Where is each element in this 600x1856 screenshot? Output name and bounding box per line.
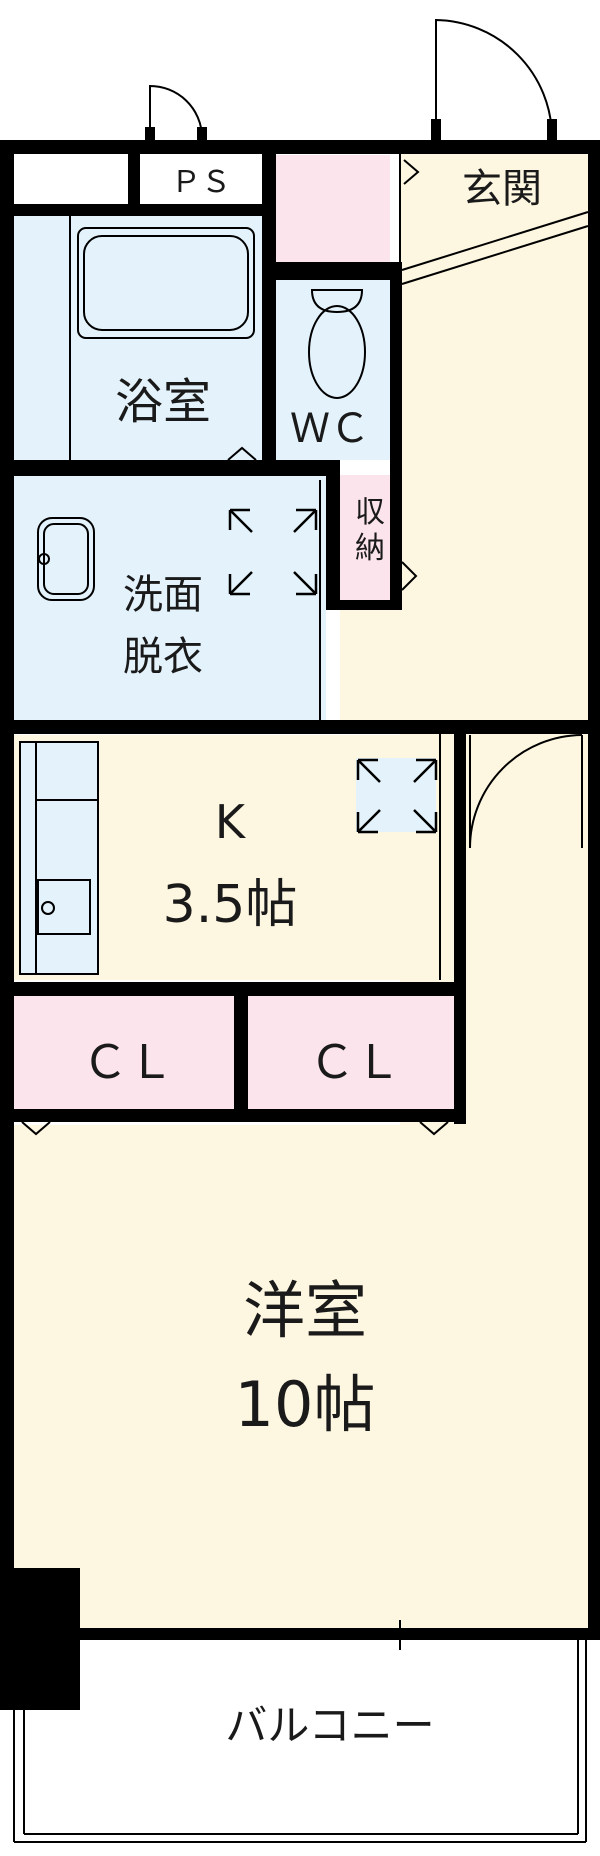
wc-top-wall — [262, 266, 402, 280]
top-left-box — [14, 155, 126, 203]
storage-bottom-wall — [326, 600, 402, 610]
room-labels: 玄関 ＰＳ 浴室 ＷＣ 収 納 洗面 脱衣 K 3.5帖 ＣＬ ＣＬ 洋室 10… — [82, 165, 542, 1750]
washing-machine-pan — [228, 508, 318, 596]
room-door-swing — [469, 734, 583, 849]
storage-door-chevron — [401, 561, 418, 591]
wash-right-wall — [326, 466, 340, 610]
label-western-2: 10帖 — [235, 1368, 376, 1441]
ps-bottom-wall — [14, 204, 276, 216]
right-wall — [588, 140, 600, 1640]
closet-divider — [234, 996, 248, 1110]
ps-door-frame-right — [197, 127, 207, 141]
ps-area — [140, 155, 262, 203]
closet-left-area — [14, 995, 234, 1110]
kitchen-bottom-wall — [14, 982, 466, 996]
label-genkan: 玄関 — [462, 166, 542, 212]
wash-bottom-wall — [14, 720, 590, 734]
wc-right-wall — [390, 266, 402, 606]
closet-right-area — [248, 995, 454, 1110]
label-kitchen-1: K — [215, 795, 247, 849]
fixtures — [13, 227, 587, 1843]
closet-left-chevron — [21, 1121, 51, 1136]
kitchen-counter — [19, 741, 99, 975]
wc-area — [276, 280, 390, 460]
bathtub-outer — [77, 227, 255, 339]
label-washroom-1: 洗面 — [123, 572, 203, 618]
label-ps: ＰＳ — [171, 165, 231, 200]
left-wall — [0, 140, 14, 1640]
bath-bottom-wall — [14, 460, 340, 476]
closet-right-chevron — [419, 1121, 449, 1136]
label-western-1: 洋室 — [243, 1274, 367, 1347]
label-closet-right: ＣＬ — [309, 1035, 401, 1089]
ps-wall-left — [128, 148, 140, 206]
label-washroom-2: 脱衣 — [123, 634, 203, 680]
shoe-door-chevron — [403, 159, 420, 185]
ps-door-swing — [149, 84, 203, 140]
toilet-bowl — [308, 305, 366, 399]
washroom-area — [14, 475, 326, 720]
column-block — [0, 1568, 80, 1710]
entrance-step — [401, 211, 589, 285]
western-room-area — [14, 1125, 590, 1630]
bath-door-chevron — [227, 446, 257, 461]
shoe-storage — [276, 155, 390, 265]
basin-drain — [38, 553, 50, 565]
label-storage-2: 納 — [355, 531, 385, 566]
front-door-frame-right — [547, 119, 557, 141]
label-balcony: バルコニー — [225, 1701, 434, 1750]
front-door-frame — [431, 119, 441, 141]
ps-door-frame — [145, 127, 155, 141]
bathtub-inner — [83, 235, 249, 331]
thin-lines — [14, 148, 530, 1650]
ps-wall-right — [262, 148, 276, 466]
top-wall — [0, 140, 600, 154]
label-kitchen-2: 3.5帖 — [163, 875, 298, 935]
label-wc: ＷＣ — [290, 406, 370, 452]
balcony-rail — [13, 1640, 587, 1843]
label-bath: 浴室 — [115, 374, 211, 430]
front-door-swing — [435, 18, 553, 140]
fridge-space — [356, 758, 438, 834]
washbasin-inner — [43, 523, 89, 595]
shoe-bottom-wall — [262, 262, 402, 268]
toilet-tank — [310, 289, 364, 314]
label-storage-1: 収 — [355, 495, 385, 530]
doors — [21, 18, 583, 1136]
label-closet-left: ＣＬ — [82, 1035, 174, 1089]
